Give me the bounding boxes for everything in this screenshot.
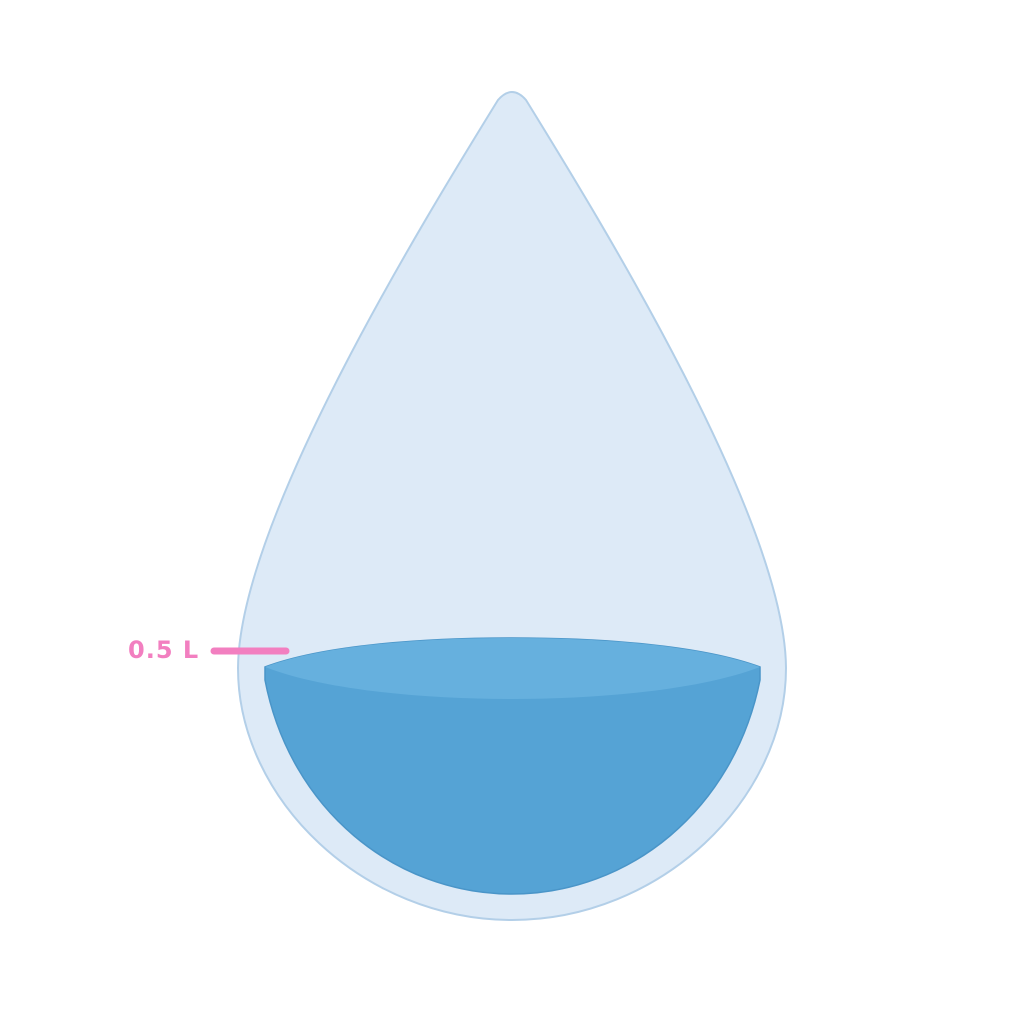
- level-indicator-label: 0.5 L: [128, 636, 200, 664]
- water-surface: [265, 638, 760, 699]
